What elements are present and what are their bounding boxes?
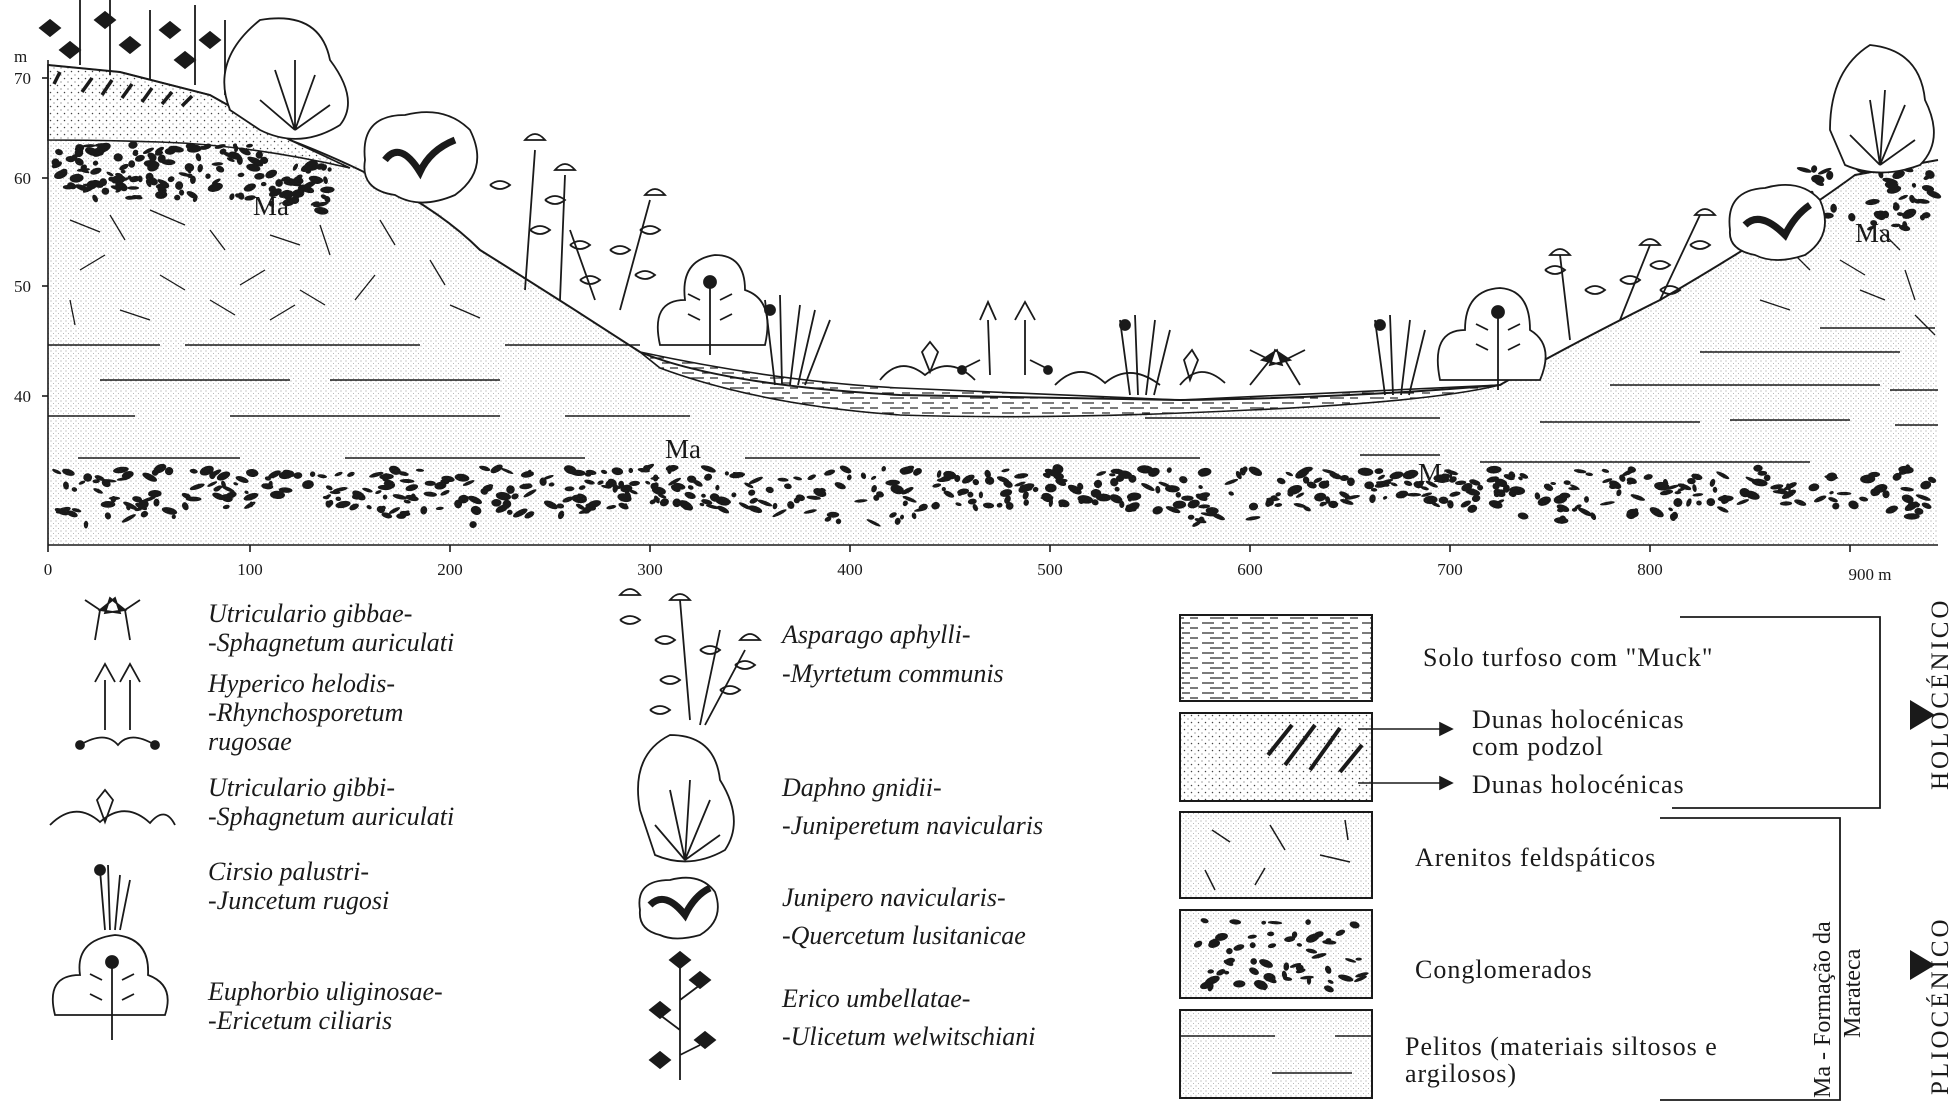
juniper-shrub-icon <box>1830 45 1934 173</box>
juniper-shrub-icon <box>638 735 734 861</box>
utricularia-sphagnum-icon <box>50 790 175 825</box>
swatch-arkose <box>1180 812 1372 898</box>
veg-legend-6: Asparago aphylli- -Myrtetum communis <box>780 620 1004 688</box>
conglomerate-pebble <box>1837 492 1852 495</box>
utricularia-sphagnum-icon <box>880 342 1225 385</box>
conglomerate-pebble <box>1181 496 1193 501</box>
quercus-crown-icon <box>364 112 477 202</box>
x-tick-900: 900 m <box>1849 565 1892 584</box>
litho-label-dune: Dunas holocénicas <box>1472 770 1685 799</box>
y-tick-70: 70 <box>14 69 31 88</box>
period-pliocene-label: PLIOCÉNICO <box>1926 916 1954 1095</box>
juncus-tuft-icon <box>765 295 1425 395</box>
veg-legend-4: Cirsio palustri- -Juncetum rugosi <box>208 857 389 915</box>
unit-label-ma-center: Ma <box>665 434 701 464</box>
x-tick-700: 700 <box>1437 560 1463 579</box>
conglomerate-pebble <box>1673 498 1682 507</box>
conglomerate-pebble <box>1407 493 1422 497</box>
euphorbia-heath-icon <box>658 255 768 355</box>
x-tick-800: 800 <box>1637 560 1663 579</box>
y-axis <box>42 60 48 545</box>
x-tick-400: 400 <box>837 560 863 579</box>
conglomerate-pebble <box>127 186 139 189</box>
lithology-legend: Solo turfoso com "Muck" Dunas holocénica… <box>1180 598 1954 1101</box>
veg-legend-3: Utriculario gibbi- -Sphagnetum auriculat… <box>208 773 454 831</box>
conglomerate-pebble <box>1796 166 1812 174</box>
y-tick-50: 50 <box>14 277 31 296</box>
unit-label-ma-left: Ma <box>253 191 289 221</box>
x-tick-200: 200 <box>437 560 463 579</box>
conglomerate-pebble <box>128 160 135 167</box>
vegetation-legend: Utriculario gibbae- -Sphagnetum auricula… <box>50 589 1043 1080</box>
y-tick-40: 40 <box>14 387 31 406</box>
swatch-dune <box>1180 713 1372 801</box>
x-axis <box>48 545 1938 552</box>
veg-legend-1: Utriculario gibbae- -Sphagnetum auricula… <box>208 599 454 657</box>
quercus-crown-icon <box>639 878 717 939</box>
x-tick-0: 0 <box>44 560 53 579</box>
veg-legend-2: Hyperico helodis- -Rhynchosporetum rugos… <box>207 669 410 756</box>
veg-legend-7: Daphno gnidii- -Juniperetum navicularis <box>781 773 1043 840</box>
y-axis-unit: m <box>14 47 27 66</box>
swatch-pelite <box>1180 1010 1372 1098</box>
conglomerate-pebble <box>1045 484 1057 493</box>
unit-label-ma-right-high: Ma <box>1855 218 1891 248</box>
conglomerate-pebble <box>1584 496 1589 503</box>
litho-label-podzol: Dunas holocénicas com podzol <box>1472 705 1692 761</box>
unit-label-ma-right-low: Ma <box>1418 458 1454 488</box>
euphorbia-heath-icon <box>1438 288 1546 390</box>
utricularia-gibba-sedge-icon <box>1250 350 1305 385</box>
erica-branch-icon <box>650 952 715 1080</box>
x-tick-labels: 0 100 200 300 400 500 600 700 800 900 m <box>44 560 1892 584</box>
quercus-crown-icon <box>1729 185 1825 260</box>
litho-label-conglomerate: Conglomerados <box>1415 955 1593 984</box>
y-tick-60: 60 <box>14 169 31 188</box>
veg-legend-9: Erico umbellatae- -Ulicetum welwitschian… <box>781 984 1035 1051</box>
hypericum-rhynchospora-icon <box>958 302 1052 375</box>
pliocene-body <box>48 70 1938 545</box>
juncus-tuft-icon <box>95 865 130 930</box>
period-holocene-label: HOLOCÉNICO <box>1926 598 1954 791</box>
conglomerate-pebble <box>1119 501 1124 508</box>
hypericum-rhynchospora-icon <box>76 664 159 749</box>
formation-label: Ma - Formação da Marateca <box>1810 915 1866 1098</box>
x-tick-100: 100 <box>237 560 263 579</box>
conglomerate-pebble <box>942 487 946 491</box>
myrtle-shrub-icon <box>620 589 760 725</box>
euphorbia-heath-icon <box>53 935 168 1040</box>
x-tick-300: 300 <box>637 560 663 579</box>
utricularia-gibba-sedge-icon <box>85 598 140 640</box>
veg-legend-5: Euphorbio uliginosae- -Ericetum ciliaris <box>207 977 449 1035</box>
litho-label-pelite: Pelitos (materiais siltosos e argilosos) <box>1405 1032 1725 1088</box>
cross-section: m 70 60 50 40 0 100 200 300 400 500 600 … <box>14 0 1942 584</box>
x-tick-500: 500 <box>1037 560 1063 579</box>
conglomerate-pebble <box>491 499 501 507</box>
swatch-peat <box>1180 615 1372 701</box>
x-tick-600: 600 <box>1237 560 1263 579</box>
litho-label-peat: Solo turfoso com "Muck" <box>1423 643 1714 672</box>
veg-legend-8: Junipero navicularis- -Quercetum lusitan… <box>782 883 1026 950</box>
litho-label-arkose: Arenitos feldspáticos <box>1415 843 1656 872</box>
